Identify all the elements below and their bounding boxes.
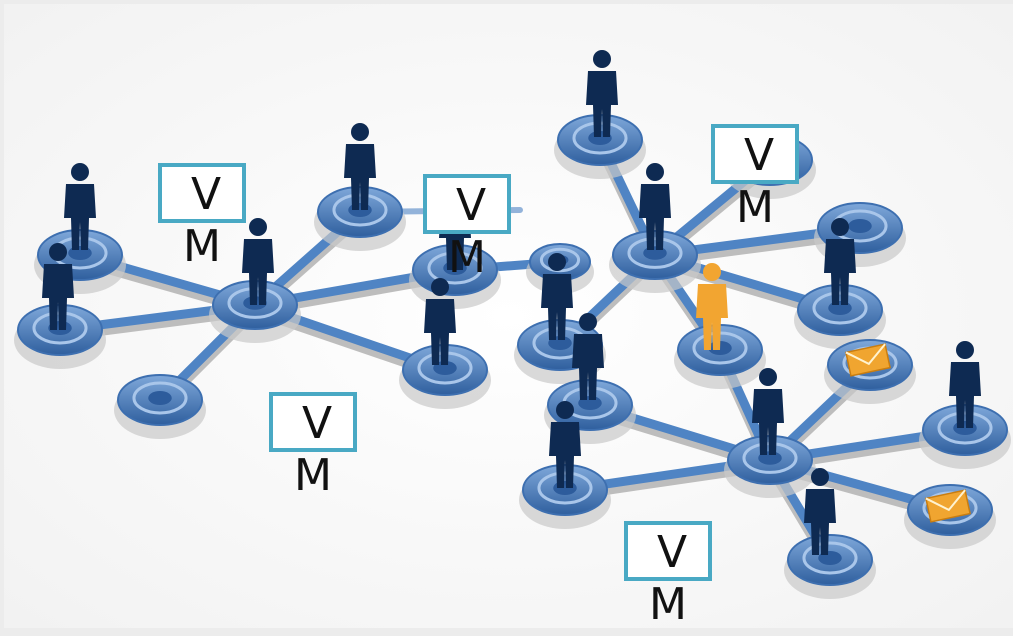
person-icon-14	[949, 341, 981, 428]
vm-label-box: V	[624, 521, 712, 581]
vm-label-line2: M	[183, 221, 221, 272]
vm-label-line1: V	[301, 398, 333, 449]
person-icon-9	[541, 253, 573, 340]
leaf-node-0-2	[114, 374, 206, 439]
vm-label-line1: V	[455, 180, 487, 231]
person-icon-highlight	[696, 263, 728, 350]
leaf-node-0-3	[314, 186, 406, 251]
person-icon-12	[549, 401, 581, 488]
person-icon-3	[344, 123, 376, 210]
leaf-node-2-4	[919, 404, 1011, 469]
hub-2	[724, 435, 816, 498]
vm-label-line1: V	[656, 527, 688, 578]
person-icon-10	[752, 368, 784, 455]
person-icon-2	[42, 243, 74, 330]
person-icon-6	[639, 163, 671, 250]
person-icon-11	[572, 313, 604, 400]
person-icon-1	[64, 163, 96, 250]
leaf-node-1-0	[554, 114, 646, 179]
person-icon-8	[824, 218, 856, 305]
vm-label-line2: M	[294, 450, 332, 501]
envelope-icon-0	[845, 343, 891, 377]
person-icon-7	[586, 50, 618, 137]
vm-label-line2: M	[448, 232, 486, 283]
vm-label-line1: V	[743, 130, 775, 181]
vm-label-line1: V	[190, 169, 222, 220]
vm-label-line2: M	[649, 579, 687, 630]
person-icon-0	[242, 218, 274, 305]
vm-label-box: V	[423, 174, 511, 234]
person-icon-4	[424, 278, 456, 365]
envelope-icon-1	[925, 489, 971, 523]
person-icon-13	[804, 468, 836, 555]
vm-label-box: V	[158, 163, 246, 223]
people-layer	[42, 50, 981, 555]
hub-1	[609, 230, 701, 293]
vm-label-box: V	[269, 392, 357, 452]
vm-label-box: V	[711, 124, 799, 184]
leaf-node-0-4	[399, 344, 491, 409]
leaf-node-2-1	[519, 464, 611, 529]
leaf-node-2-2	[784, 534, 876, 599]
vm-label-line2: M	[736, 182, 774, 233]
leaf-node-1-3	[794, 284, 886, 349]
leaf-node-1-5	[674, 324, 766, 389]
